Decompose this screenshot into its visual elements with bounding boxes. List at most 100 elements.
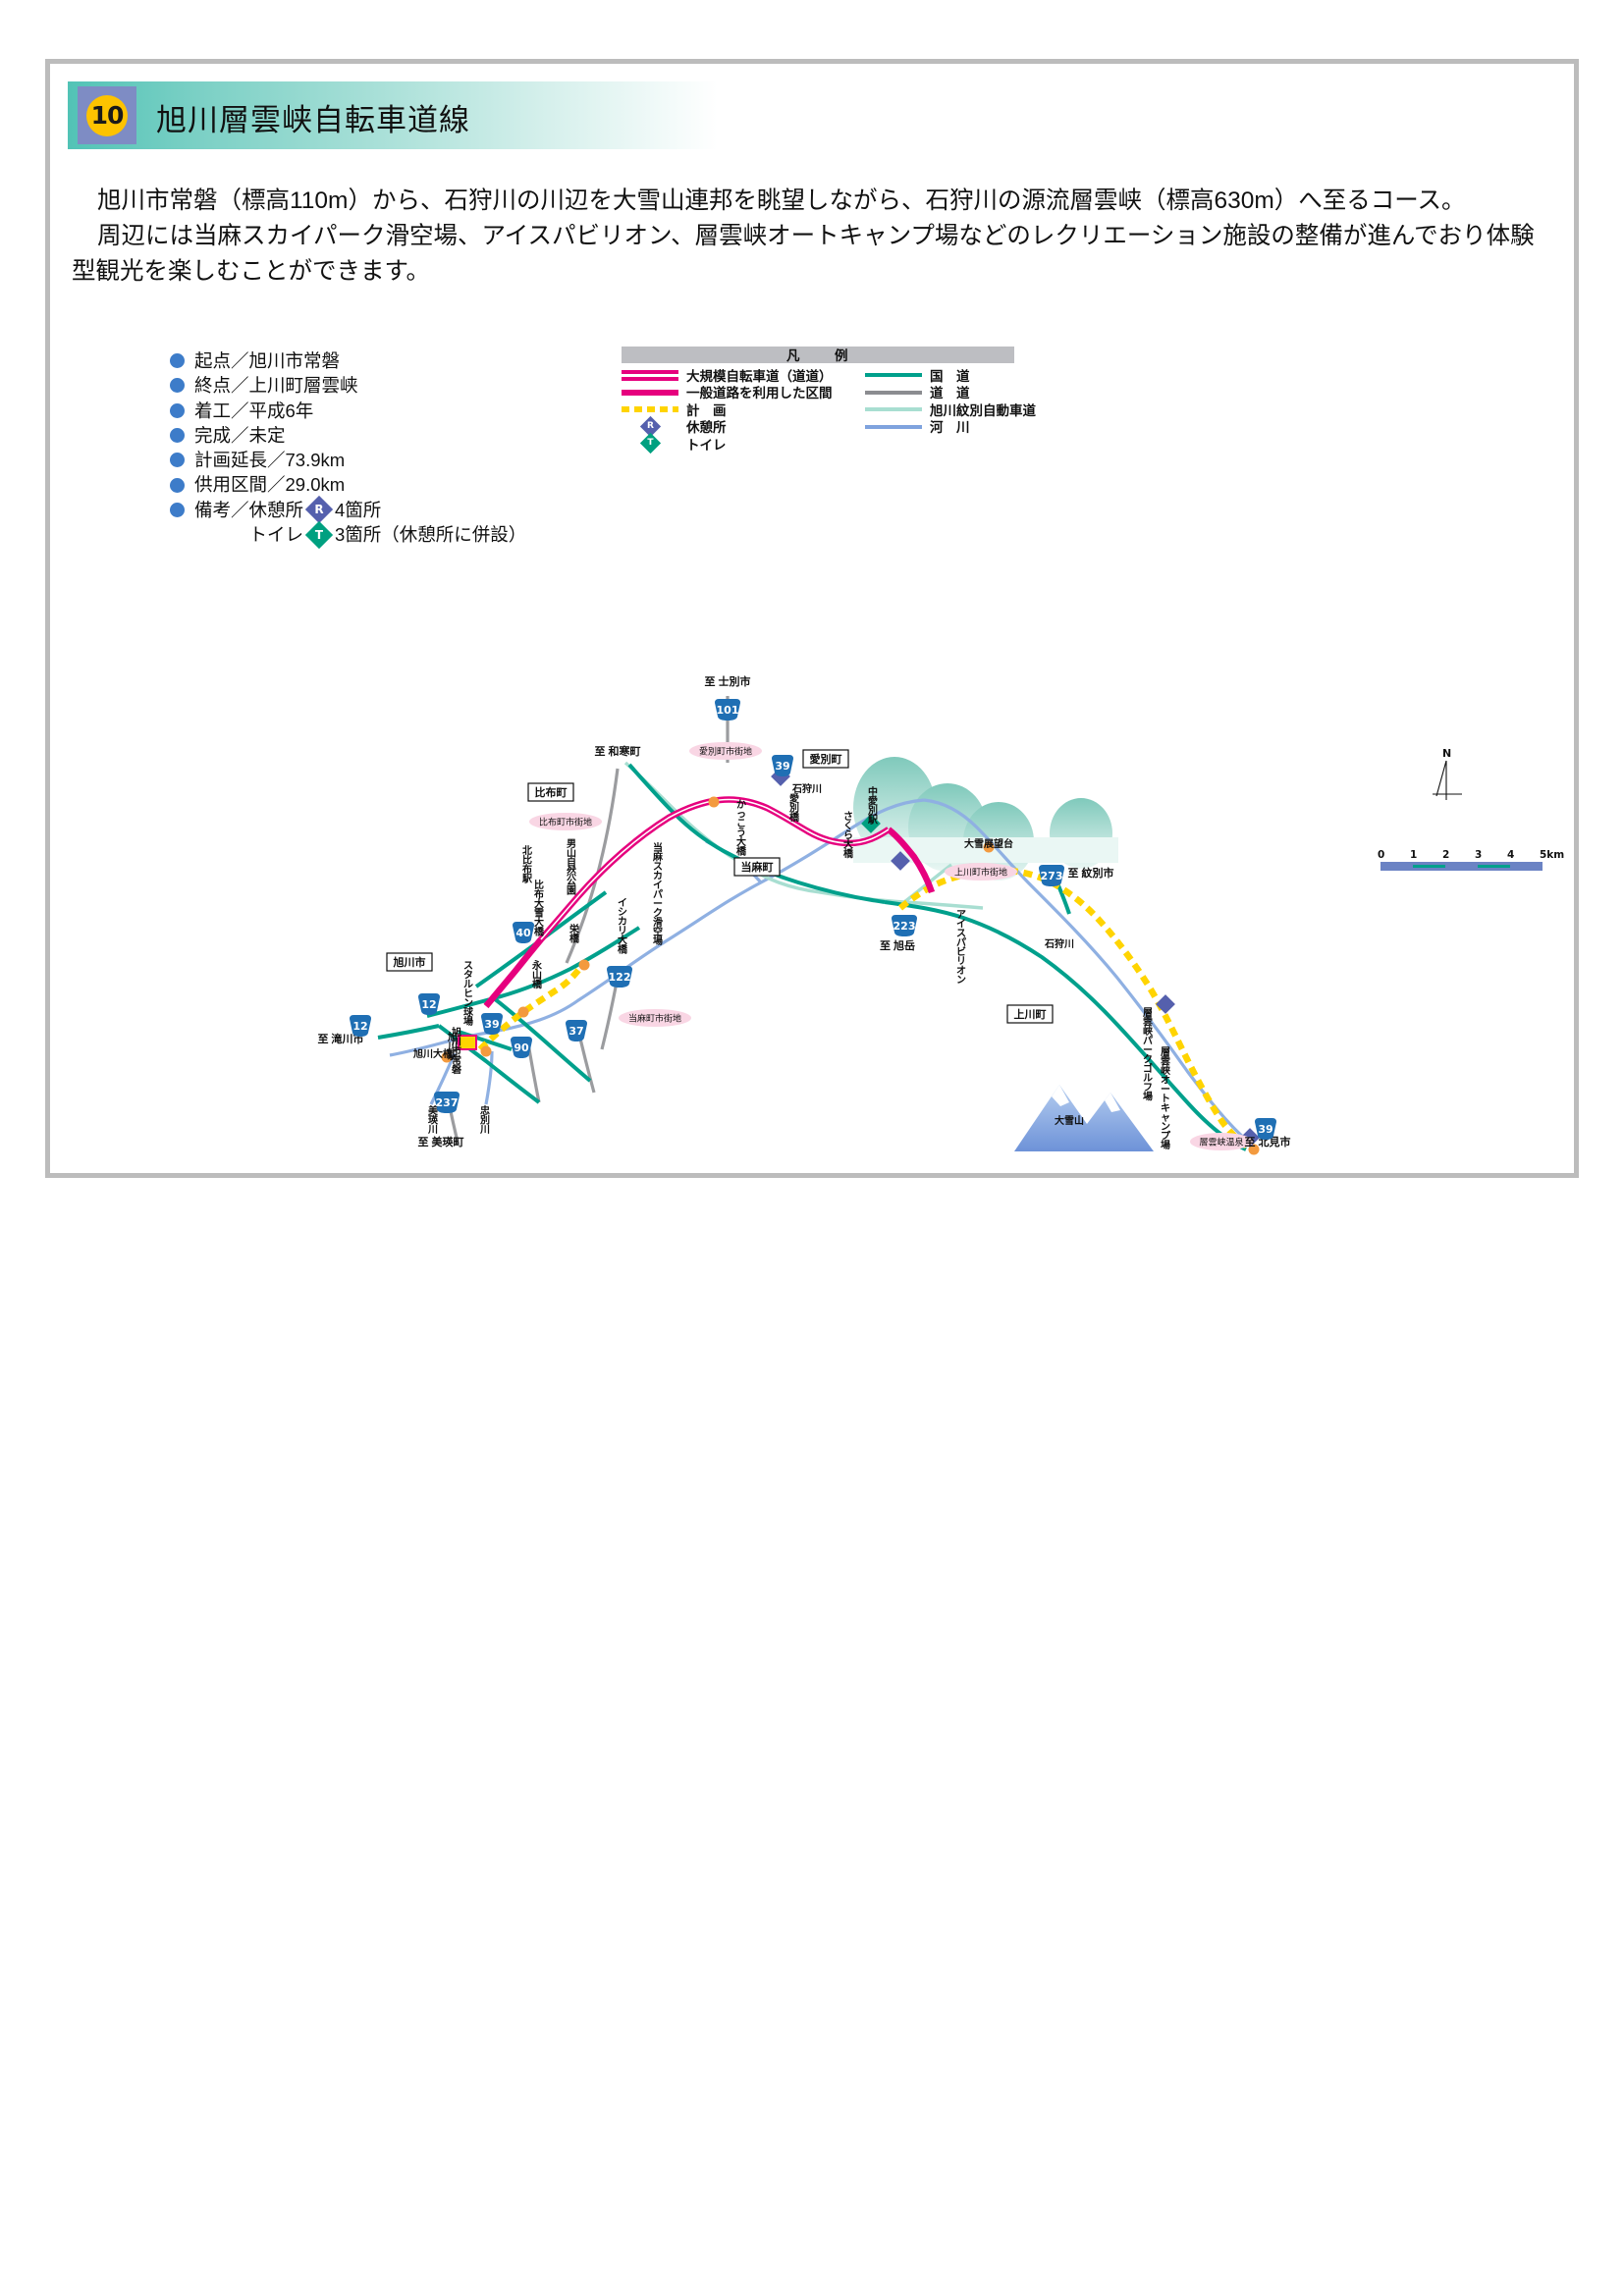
page-title: 旭川層雲峡自転車道線	[156, 103, 470, 137]
rest-area-marker	[1156, 994, 1175, 1014]
facility-label-char: 橋	[532, 978, 543, 990]
legend-swatch	[865, 384, 922, 401]
facility-label-char: フ	[1143, 1082, 1153, 1094]
info-row: 終点／上川町層雲峡	[170, 373, 526, 398]
facility-label-char: 永	[531, 959, 543, 972]
info-label: 着工／平成6年	[194, 400, 314, 421]
bullet-icon	[170, 378, 185, 394]
facility-label-char: オ	[956, 965, 966, 977]
facility-label-char: 別	[788, 802, 799, 815]
facility-label-char: 層	[1161, 1046, 1170, 1058]
facility-label-char: 雪	[534, 908, 544, 920]
facility-label-char: タ	[463, 970, 473, 982]
facility-label-char: こ	[736, 819, 746, 829]
facility-label-char: 川	[427, 1124, 438, 1136]
interchange-dots	[441, 796, 1260, 1155]
town-name-label: 比布町	[535, 785, 568, 799]
info-row: 起点／旭川市常磐	[170, 348, 526, 373]
route-shield-icon	[566, 1020, 587, 1041]
info-label: 供用区間／29.0km	[194, 474, 346, 496]
facility-label-char: 滑	[653, 916, 663, 929]
route-shield-number: 39	[1258, 1123, 1272, 1136]
city-area-label: 上川町市街地	[954, 867, 1007, 878]
facility-label-char: か	[736, 799, 746, 811]
facility-label-char: 磐	[452, 1063, 461, 1076]
city-area-label: 当麻町市街地	[628, 1013, 681, 1024]
facility-label-char: ク	[653, 908, 663, 920]
facility-label-char: 自	[567, 856, 576, 869]
description-text: 旭川市常磐（標高110m）から、石狩川の川辺を大雪山連邦を眺望しながら、石狩川の…	[72, 184, 1554, 290]
facility-label-char: 橋	[534, 926, 545, 938]
facility-label-char: 空	[653, 926, 663, 938]
legend-row: 河 川	[865, 418, 1022, 436]
facility-label-char: う	[736, 828, 746, 839]
route-shield-icon	[481, 1013, 503, 1035]
town-name-box	[527, 782, 574, 802]
legend-row: 大規模自転車道（道道）	[622, 366, 847, 384]
bullet-icon	[170, 428, 185, 444]
facility-label-char: 旭	[451, 1026, 461, 1039]
town-name-label: 愛別町	[810, 752, 842, 766]
town-name-label: 当麻町	[741, 860, 774, 874]
facility-label-char: さ	[843, 811, 853, 823]
facility-label-char: 橋	[569, 933, 580, 945]
scale-bar-graphic	[1380, 862, 1543, 871]
facility-label-char: 大	[736, 835, 746, 848]
destination-label: 至 士別市	[704, 674, 750, 688]
national-roads	[377, 763, 1247, 1151]
legend-column-right: 国 道道 道旭川紋別自動車道河 川	[865, 366, 1036, 436]
legend-swatch	[865, 418, 922, 436]
city-area-label: 愛別町市街地	[699, 746, 752, 757]
scale-tick: 3	[1475, 849, 1483, 861]
legend-label: 国 道	[930, 368, 970, 384]
facility-label-char: 大	[843, 838, 853, 851]
compass-north-label: N	[1442, 747, 1452, 760]
route-shield-icon	[350, 1015, 371, 1037]
legend-swatch	[865, 400, 922, 418]
facility-label: 大雪山	[1055, 1114, 1084, 1127]
facility-label-vertical: 旭川市常磐	[451, 1026, 461, 1076]
legend-swatch	[622, 366, 678, 384]
route-shield-icon	[1255, 1118, 1276, 1140]
legend-label: 一般道路を利用した区間	[686, 386, 833, 401]
facility-label-char: ス	[653, 861, 663, 873]
info-row: 供用区間／29.0km	[170, 472, 526, 497]
bullet-icon	[170, 502, 185, 517]
facility-label-char: 峡	[1143, 1025, 1153, 1038]
facility-label-char: 球	[463, 1006, 474, 1019]
toilet-icon: T	[639, 433, 661, 454]
page-header-band: 10 旭川層雲峡自転車道線	[68, 81, 718, 149]
legend-row: 道 道	[865, 384, 1022, 401]
info-label: トイレ	[194, 524, 304, 546]
facility-label-char: 美	[428, 1104, 439, 1117]
route-shield-icon	[434, 1092, 460, 1113]
facility-label-char: ル	[463, 980, 473, 990]
route-shield-number: 37	[568, 1025, 583, 1038]
facility-label-char: 布	[534, 888, 544, 901]
destination-label: 至 滝川市	[317, 1032, 363, 1045]
facility-label-char: 大	[618, 934, 627, 946]
planned-route	[477, 867, 1256, 1153]
facility-label-char: 大	[534, 916, 544, 929]
info-row: 着工／平成6年	[170, 399, 526, 423]
facility-label-char: ヒ	[463, 988, 473, 1000]
route-shield-number: 90	[514, 1041, 529, 1054]
facility-label-char: ン	[463, 998, 473, 1009]
facility-label-char: 山	[532, 969, 542, 982]
facility-label-char: 当	[653, 841, 663, 854]
facility-label-char: パ	[956, 937, 966, 949]
facility-label-char: イ	[653, 880, 663, 891]
route-shield-icon	[1039, 865, 1064, 886]
facility-label-char: っ	[736, 810, 746, 821]
facility-label: 石狩川	[791, 782, 822, 795]
facility-label-char: ビ	[956, 945, 966, 958]
facility-label-char: 場	[1161, 1139, 1170, 1151]
